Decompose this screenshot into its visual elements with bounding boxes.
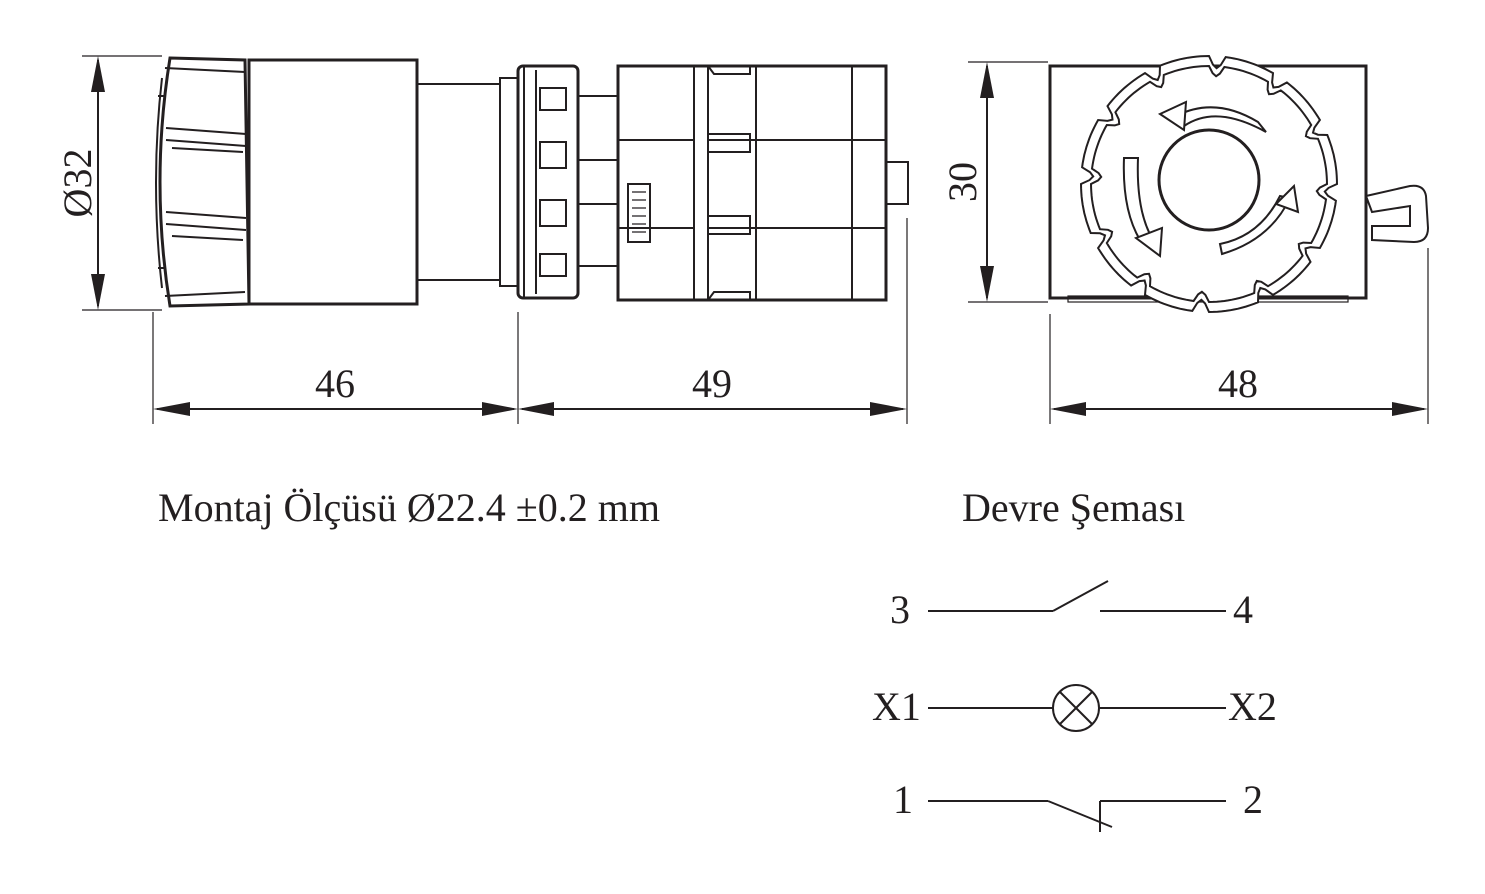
rotation-arrows — [1122, 100, 1300, 258]
mushroom-head-outline — [1079, 54, 1339, 314]
circuit-diagram: 3 4 X1 X2 1 2 — [872, 580, 1277, 832]
caption-circuit: Devre Şeması — [962, 485, 1185, 530]
nc-contact: 1 2 — [893, 777, 1263, 832]
terminal-3: 3 — [890, 587, 910, 632]
latch-slider — [627, 183, 651, 243]
dim-length-rear: 49 — [692, 361, 732, 406]
dim-diameter: Ø32 — [55, 149, 100, 218]
contact-block — [616, 64, 909, 302]
terminal-1: 1 — [893, 777, 913, 822]
neck — [417, 83, 501, 281]
terminal-2: 2 — [1243, 777, 1263, 822]
lamp: X1 X2 — [872, 684, 1277, 732]
side-key — [1364, 184, 1430, 244]
front-dimensions: 30 48 — [940, 61, 1429, 424]
side-dimensions: Ø32 46 49 — [55, 55, 908, 424]
mounting-ring — [499, 64, 618, 300]
no-contact: 3 4 — [890, 580, 1253, 632]
terminal-4: 4 — [1233, 587, 1253, 632]
dim-width: 48 — [1218, 361, 1258, 406]
terminal-x1: X1 — [872, 684, 921, 729]
mushroom-head-inner — [1089, 64, 1329, 304]
side-view — [155, 56, 909, 308]
dim-height: 30 — [940, 162, 985, 202]
front-view — [1048, 54, 1430, 314]
caption-mounting: Montaj Ölçüsü Ø22.4 ±0.2 mm — [158, 485, 660, 530]
center-button — [1157, 128, 1261, 232]
terminal-x2: X2 — [1228, 684, 1277, 729]
lamp-symbol — [1052, 684, 1100, 732]
mushroom-head — [155, 56, 251, 308]
body-cylinder — [247, 58, 419, 306]
dim-length-front: 46 — [315, 361, 355, 406]
